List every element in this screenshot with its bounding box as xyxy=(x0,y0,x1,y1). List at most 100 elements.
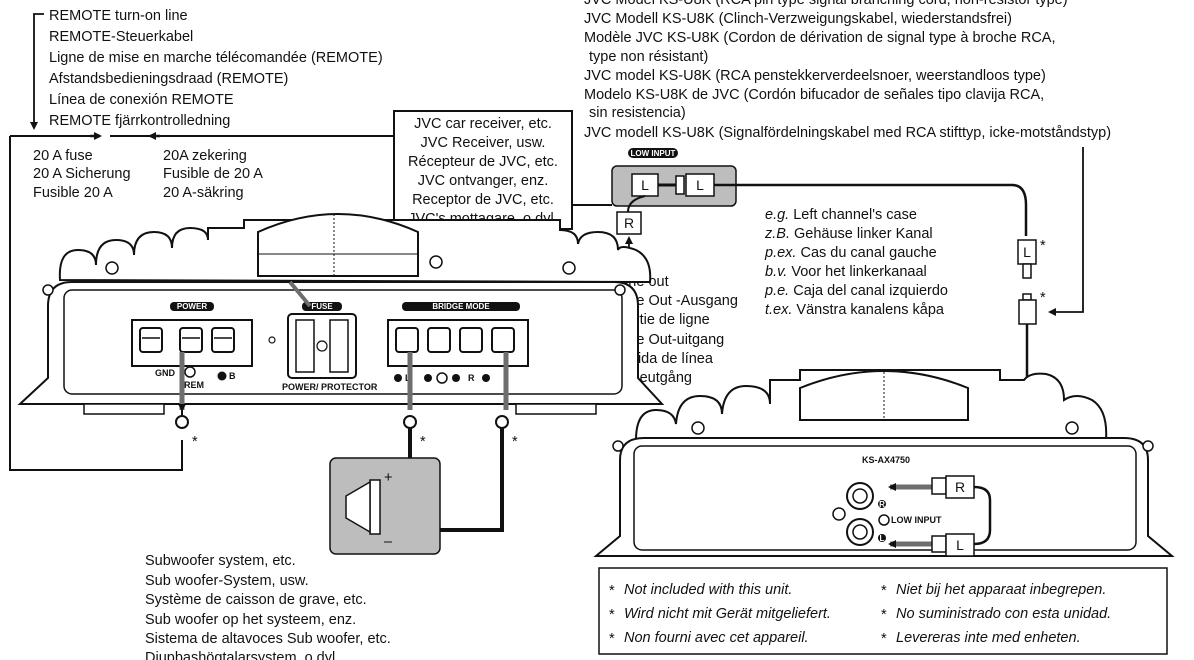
case-1-prefix: z.B. xyxy=(764,226,790,242)
remote-wire xyxy=(9,136,183,471)
case-0-text: Left channel's case xyxy=(789,207,917,223)
speaker-minus: – xyxy=(384,534,393,550)
note-1: Wird nicht mit Gerät mitgeliefert. xyxy=(624,606,831,622)
rem-label: REM xyxy=(184,380,204,390)
car-receiver-box: JVC car receiver, etc. JVC Receiver, usw… xyxy=(393,110,573,230)
receiver-text-2: Récepteur de JVC, etc. xyxy=(408,154,558,170)
low-input-tag: LOW INPUT xyxy=(628,148,678,158)
note-3: Niet bij het apparaat inbegrepen. xyxy=(896,582,1106,598)
cord-text-0: JVC Model KS-U8K (RCA pin type signal br… xyxy=(584,0,1068,8)
case-3-text: Voor het linkerkanaal xyxy=(787,264,926,280)
case-2-prefix: p.ex. xyxy=(764,245,796,261)
cord-text-5: Modelo KS-U8K de JVC (Cordón bifucador d… xyxy=(584,87,1044,103)
fuse-right-1: Fusible de 20 A xyxy=(163,166,263,182)
cord-text-3: type non résistant) xyxy=(589,49,708,65)
cord-text-1: JVC Modell KS-U8K (Clinch-Verzweigungska… xyxy=(584,11,1012,27)
case-2-text: Cas du canal gauche xyxy=(796,245,936,261)
loose-socket-asterisk: * xyxy=(1040,290,1046,306)
rca-plug-l-1: L xyxy=(631,173,659,197)
subwoofer-2: Système de caisson de grave, etc. xyxy=(145,592,367,608)
subwoofer-box: + – xyxy=(329,457,441,555)
amp2-l-mark: L xyxy=(880,534,885,543)
amp2-low-input: LOW INPUT xyxy=(891,515,942,525)
subwoofer-5: Djupbashögtalarsystem, o.dyl. xyxy=(145,650,339,660)
note-3-star: * xyxy=(881,583,887,599)
amp2-l-wire xyxy=(973,529,992,546)
amp2-plug-l-label: L xyxy=(956,537,964,553)
remote-line-text-0: REMOTE turn-on line xyxy=(49,8,188,24)
subwoofer-1: Sub woofer-System, usw. xyxy=(145,573,309,589)
rca-plug-l-2: L xyxy=(675,173,715,197)
fuse-right-2: 20 A-säkring xyxy=(163,185,244,201)
amp2-plug-r: R xyxy=(931,475,975,499)
subwoofer-3: Sub woofer op het systeem, enz. xyxy=(145,612,356,628)
note-5-star: * xyxy=(881,631,887,647)
loose-plug-l: L xyxy=(1017,239,1037,279)
loose-plug-l-label: L xyxy=(1023,244,1031,260)
remote-line-text-4: Línea de conexión REMOTE xyxy=(49,92,234,108)
cord-text-7: JVC modell KS-U8K (Signalfördelningskabe… xyxy=(584,125,1111,141)
receiver-text-0: JVC car receiver, etc. xyxy=(414,116,552,132)
amp2-r-wire xyxy=(973,485,992,530)
case-5-prefix: t.ex. xyxy=(765,302,792,318)
amp2-plug-r-label: R xyxy=(955,479,965,495)
bridge-r-label: R xyxy=(468,373,475,383)
note-2-star: * xyxy=(609,631,615,647)
remote-line-text-2: Ligne de mise en marche télécomandée (RE… xyxy=(49,50,383,66)
amp2-plug-l: L xyxy=(931,533,975,557)
case-2: p.ex. Cas du canal gauche xyxy=(764,245,937,261)
case-4-prefix: p.e. xyxy=(764,283,789,299)
notes-box: * Not included with this unit. * Wird ni… xyxy=(598,567,1168,655)
note-0-star: * xyxy=(609,583,615,599)
speaker-ring-left xyxy=(403,415,417,429)
rca-plug-r: R xyxy=(616,211,642,235)
case-3: b.v. Voor het linkerkanaal xyxy=(765,264,927,280)
cord-text-6: sin resistencia) xyxy=(589,105,686,121)
speaker-left-asterisk: * xyxy=(420,434,426,450)
line-out-4: Salida de línea xyxy=(617,351,714,367)
remote-line-text-3: Afstandsbedieningsdraad (REMOTE) xyxy=(49,71,288,87)
amp2-r-mark: R xyxy=(879,500,885,509)
remote-line-text-5: REMOTE fjärrkontrolledning xyxy=(49,113,230,129)
rca-plug-l-1-label: L xyxy=(641,177,649,193)
fuse-tag: FUSE xyxy=(311,302,333,311)
subwoofer-label: Subwoofer system, etc. Sub woofer-System… xyxy=(145,553,391,660)
rem-ring-terminal xyxy=(175,415,189,429)
case-4: p.e. Caja del canal izquierdo xyxy=(764,283,948,299)
receiver-text-3: JVC ontvanger, enz. xyxy=(418,173,549,189)
note-0: Not included with this unit. xyxy=(624,582,792,598)
remote-pointer-arrow xyxy=(30,13,44,130)
rem-asterisk: * xyxy=(192,434,198,450)
case-4-text: Caja del canal izquierdo xyxy=(789,283,948,299)
cord-text-4: JVC model KS-U8K (RCA penstekkerverdeels… xyxy=(584,68,1046,84)
cord-text-2: Modèle JVC KS-U8K (Cordon de dérivation … xyxy=(584,30,1056,46)
cord-pointer-arrow xyxy=(1048,147,1084,316)
fuse-lead xyxy=(288,280,312,308)
cord-label: JVC Model KS-U8K (RCA pin type signal br… xyxy=(584,0,1111,141)
case-5: t.ex. Vänstra kanalens kåpa xyxy=(765,302,945,318)
subwoofer-4: Sistema de altavoces Sub woofer, etc. xyxy=(145,631,391,647)
note-5: Levereras inte med enheten. xyxy=(896,630,1081,646)
b-label: B xyxy=(229,371,236,381)
speaker-right-asterisk: * xyxy=(512,434,518,450)
case-label: e.g. Left channel's case z.B. Gehäuse li… xyxy=(764,207,948,318)
loose-socket xyxy=(1018,293,1037,325)
power-terminals xyxy=(139,327,235,353)
fuse-left-0: 20 A fuse xyxy=(33,148,93,164)
line-out-2: Sortie de ligne xyxy=(617,312,710,328)
remote-line-text-1: REMOTE-Steuerkabel xyxy=(49,29,193,45)
gnd-label: GND xyxy=(155,368,176,378)
line-out-1: Line Out -Ausgang xyxy=(617,293,738,309)
case-0-prefix: e.g. xyxy=(765,207,789,223)
power-tag: POWER xyxy=(177,302,207,311)
amp2-model: KS-AX4750 xyxy=(862,455,910,465)
speaker-ring-right xyxy=(495,415,509,429)
line-out-3: Line Out-uitgang xyxy=(617,332,724,348)
fuse-left-2: Fusible 20 A xyxy=(33,185,113,201)
receiver-text-4: Receptor de JVC, etc. xyxy=(412,192,554,208)
speaker-plus: + xyxy=(384,470,392,486)
receiver-text-1: JVC Receiver, usw. xyxy=(421,135,546,151)
loose-plug-asterisk: * xyxy=(1040,238,1046,254)
branch-wire xyxy=(714,183,1028,236)
